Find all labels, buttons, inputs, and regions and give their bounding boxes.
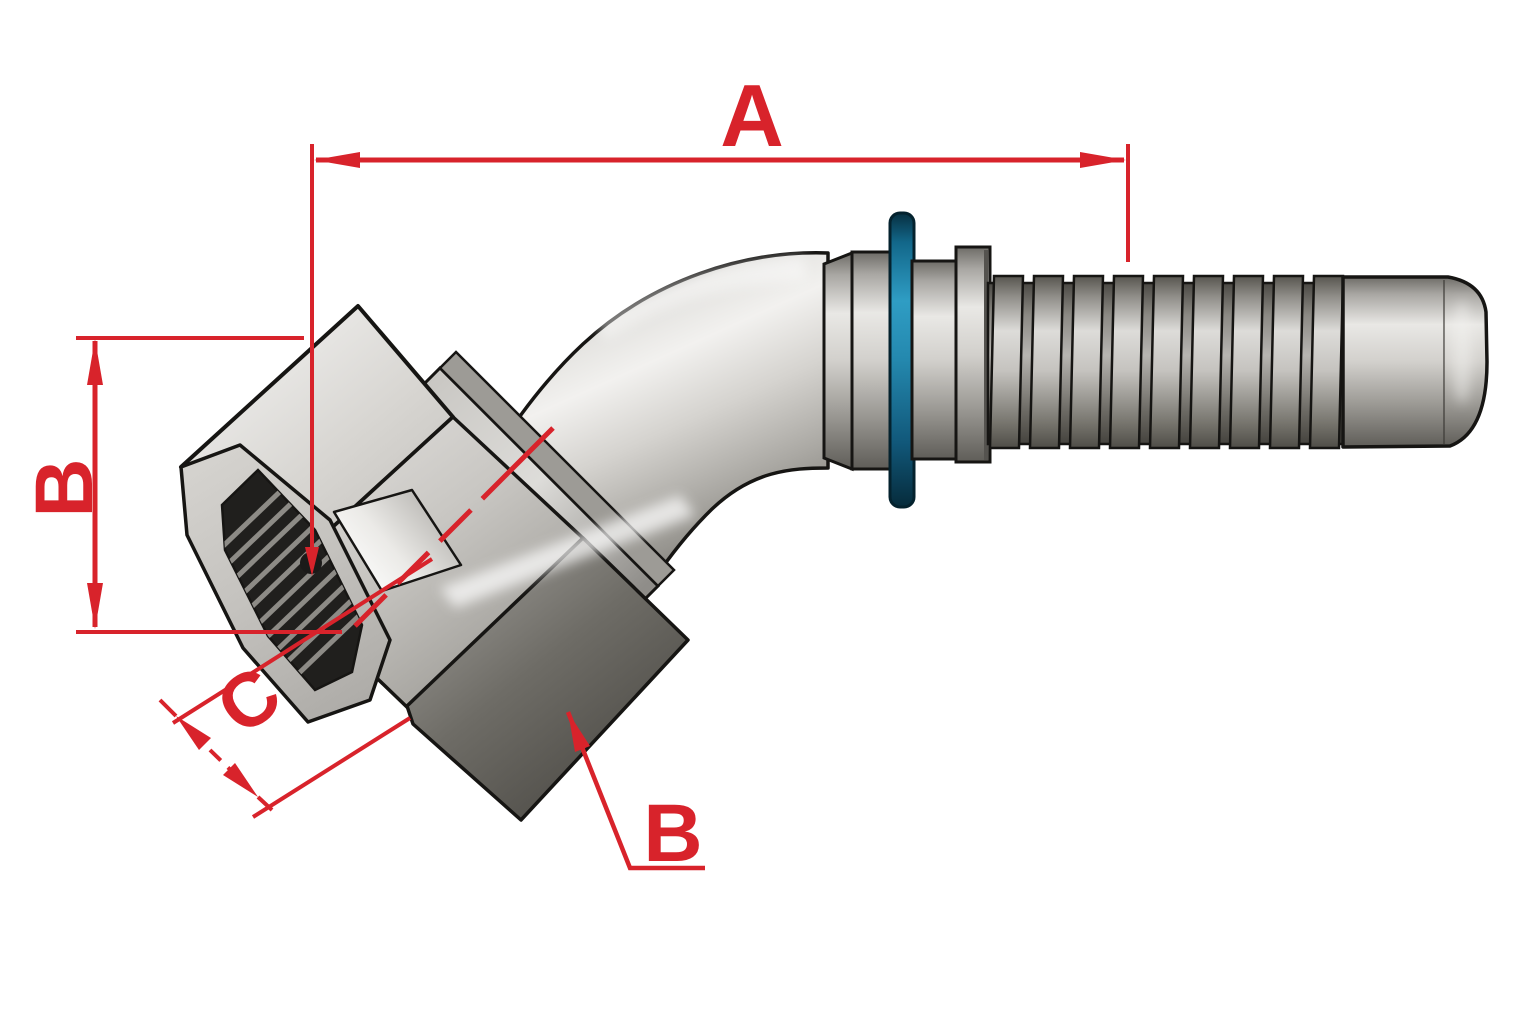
callout-b-leader	[565, 711, 705, 871]
dim-b-arrow-bottom	[87, 583, 103, 629]
dim-c-dashes	[208, 748, 250, 789]
elbow-highlight	[593, 256, 806, 341]
nut-internal-threads	[220, 468, 364, 692]
barb-ridge	[1268, 274, 1305, 450]
hex-nut	[179, 304, 695, 822]
cylinder-before-oring	[850, 250, 894, 471]
barb-ridge	[988, 274, 1025, 450]
dim-c-tail-lower	[256, 795, 274, 812]
cylinder-after-oring	[910, 259, 960, 461]
dim-a-arrow-right	[1080, 152, 1126, 168]
dim-b-label: B	[19, 458, 110, 517]
barb-ridge	[1068, 274, 1105, 450]
barb-ridge	[1148, 274, 1185, 450]
dim-c-arrow-upper	[176, 716, 211, 750]
dim-a-arrow-left	[314, 152, 360, 168]
dim-a-label: A	[720, 66, 784, 165]
tip-highlight	[1452, 300, 1472, 404]
barb-ridge	[1028, 274, 1065, 450]
dim-b-arrow-top	[87, 339, 103, 385]
barb-ridge	[1308, 274, 1345, 450]
o-ring-washer	[888, 211, 916, 509]
callout-b-label: B	[643, 788, 702, 879]
dim-c-extension-upper	[171, 557, 434, 725]
dim-c-extension-lower	[251, 716, 412, 819]
hose-barb	[986, 274, 1489, 450]
dim-c-arrow-lower	[223, 763, 258, 797]
barb-ridge	[1188, 274, 1225, 450]
nut-seat-face	[332, 488, 463, 593]
barb-ridge	[1108, 274, 1145, 450]
callout-b-arrow	[568, 712, 590, 752]
nut-front-face-highlight	[440, 495, 695, 608]
barb-ridge	[1228, 274, 1265, 450]
barb-tip	[1341, 275, 1489, 449]
dim-a-extension-left-arrow	[305, 547, 319, 576]
dim-c-tail-upper	[158, 698, 178, 718]
flare-cone	[822, 250, 854, 472]
nut-axis-centerline	[298, 426, 555, 683]
